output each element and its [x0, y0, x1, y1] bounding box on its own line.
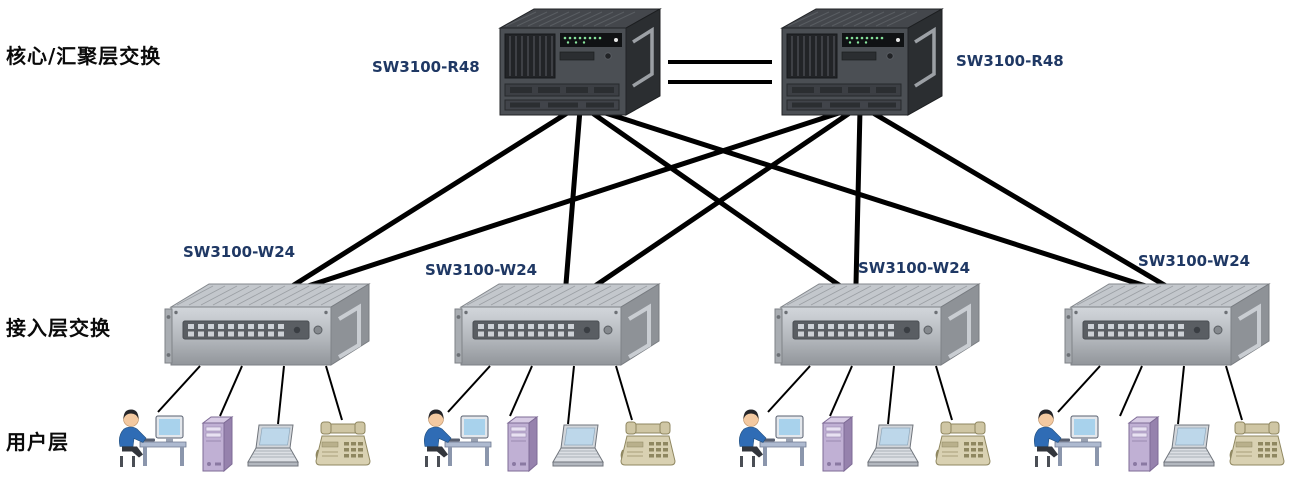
access-switch-4-label: SW3100-W24 [1138, 252, 1251, 270]
core-switch-1-label: SW3100-R48 [372, 58, 480, 76]
tower-pc-icon-3 [818, 414, 854, 472]
access-switch-icon [163, 281, 375, 367]
core-layer-label: 核心/汇聚层交换 [6, 44, 162, 68]
workstation-icon-1 [116, 404, 188, 468]
access-switch-icon [1063, 281, 1275, 367]
workstation-icon-3 [736, 404, 808, 468]
telephone-icon-2 [619, 420, 677, 468]
telephone-icon-1 [314, 420, 372, 468]
laptop-icon-2 [551, 424, 611, 470]
access-layer-label: 接入层交换 [6, 316, 111, 340]
access-switch-1 [163, 281, 375, 367]
telephone-icon-4 [1228, 420, 1286, 468]
core-interlink-lines [668, 60, 772, 84]
access-to-user-links [157, 365, 1243, 425]
tower-pc-icon-4 [1124, 414, 1160, 472]
laptop-icon-3 [866, 424, 926, 470]
core-switch-2 [772, 6, 947, 116]
workstation-icon-2 [421, 404, 493, 468]
workstation-icon-4 [1031, 404, 1103, 468]
access-switch-3-label: SW3100-W24 [858, 259, 971, 277]
tower-pc-icon-2 [503, 414, 539, 472]
access-switch-1-label: SW3100-W24 [183, 243, 296, 261]
laptop-icon-1 [246, 424, 306, 470]
core-switch-2-label: SW3100-R48 [956, 52, 1064, 70]
core-switch-1 [490, 6, 665, 116]
access-switch-4 [1063, 281, 1275, 367]
laptop-icon-4 [1162, 424, 1222, 470]
telephone-icon-3 [934, 420, 992, 468]
user-layer-label: 用户层 [6, 430, 69, 454]
core-switch-icon [490, 6, 665, 116]
access-switch-icon [453, 281, 665, 367]
access-switch-3 [773, 281, 985, 367]
access-switch-2-label: SW3100-W24 [425, 261, 538, 279]
tower-pc-icon-1 [198, 414, 234, 472]
core-switch-icon [772, 6, 947, 116]
access-switch-2 [453, 281, 665, 367]
access-switch-icon [773, 281, 985, 367]
core-to-access-links [283, 107, 1169, 293]
